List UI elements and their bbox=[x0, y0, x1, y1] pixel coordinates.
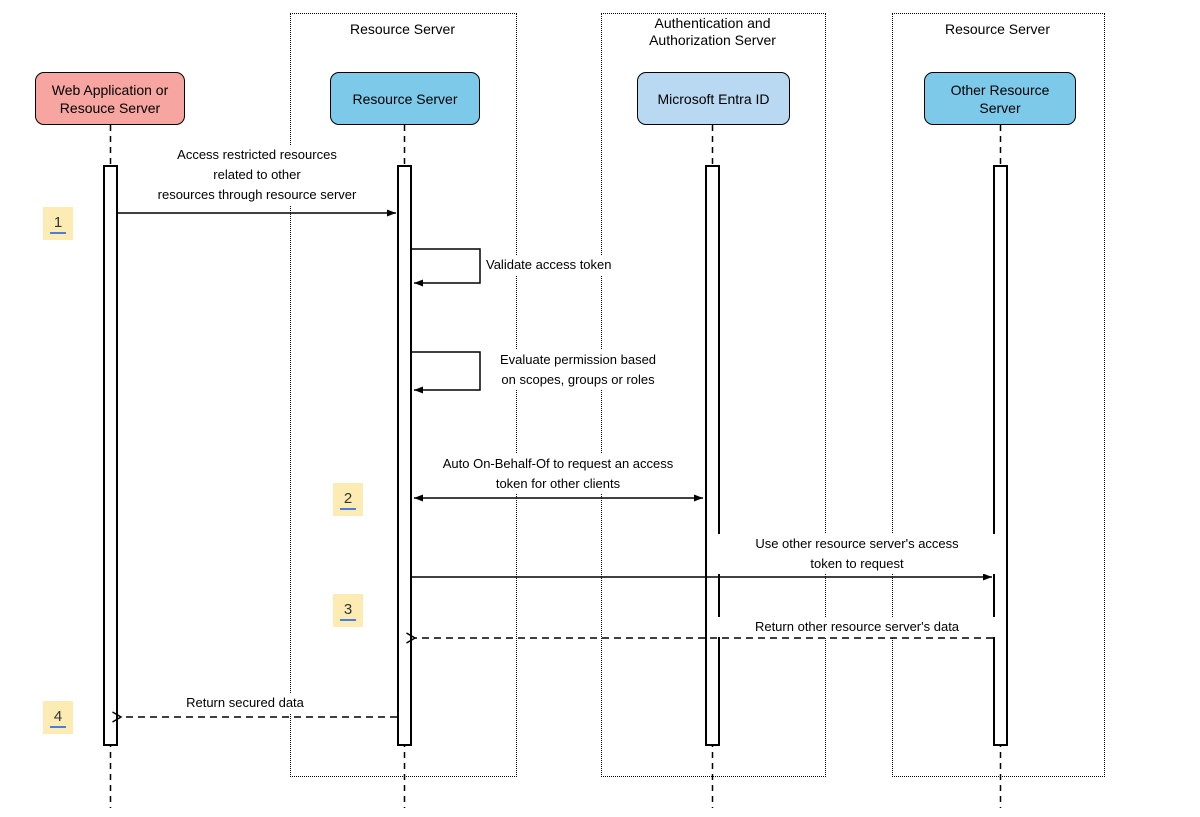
activation-bar-web-application bbox=[103, 165, 118, 746]
self-message-evaluate-permission-label: Evaluate permission based on scopes, gro… bbox=[486, 350, 670, 390]
group-box-resource-server-1 bbox=[290, 13, 517, 777]
self-message-validate-token-label: Validate access token bbox=[486, 255, 612, 275]
step-badge-3-number: 3 bbox=[339, 601, 357, 621]
step-badge-2-number: 2 bbox=[339, 490, 357, 510]
actor-microsoft-entra-id: Microsoft Entra ID bbox=[637, 72, 790, 125]
message-return-other-data-label: Return other resource server's data bbox=[712, 617, 1002, 637]
activation-bar-other-resource-server bbox=[993, 165, 1008, 746]
activation-bar-microsoft-entra-id bbox=[705, 165, 720, 746]
group-title-auth-server: Authentication and Authorization Server bbox=[649, 15, 776, 48]
message-1-label: Access restricted resources related to o… bbox=[120, 145, 394, 205]
message-2-obo-label: Auto On-Behalf-Of to request an access t… bbox=[412, 454, 704, 494]
step-badge-2[interactable]: 2 bbox=[333, 483, 363, 516]
actor-other-resource-server: Other Resource Server bbox=[924, 72, 1076, 125]
actor-resource-server: Resource Server bbox=[330, 72, 480, 125]
message-use-token-label: Use other resource server's access token… bbox=[712, 534, 1002, 574]
activation-bar-resource-server bbox=[397, 165, 412, 746]
step-badge-4-number: 4 bbox=[49, 708, 67, 728]
group-box-resource-server-2 bbox=[892, 13, 1105, 777]
group-title-resource-server-1: Resource Server bbox=[349, 21, 456, 37]
group-box-auth-server bbox=[601, 13, 826, 777]
actor-web-application: Web Application or Resouce Server bbox=[35, 72, 185, 125]
group-title-resource-server-2: Resource Server bbox=[944, 21, 1051, 37]
step-badge-3[interactable]: 3 bbox=[333, 594, 363, 627]
step-badge-1-number: 1 bbox=[49, 214, 67, 234]
message-return-secured-data-label: Return secured data bbox=[150, 693, 340, 713]
step-badge-4[interactable]: 4 bbox=[43, 701, 73, 734]
step-badge-1[interactable]: 1 bbox=[43, 207, 73, 240]
